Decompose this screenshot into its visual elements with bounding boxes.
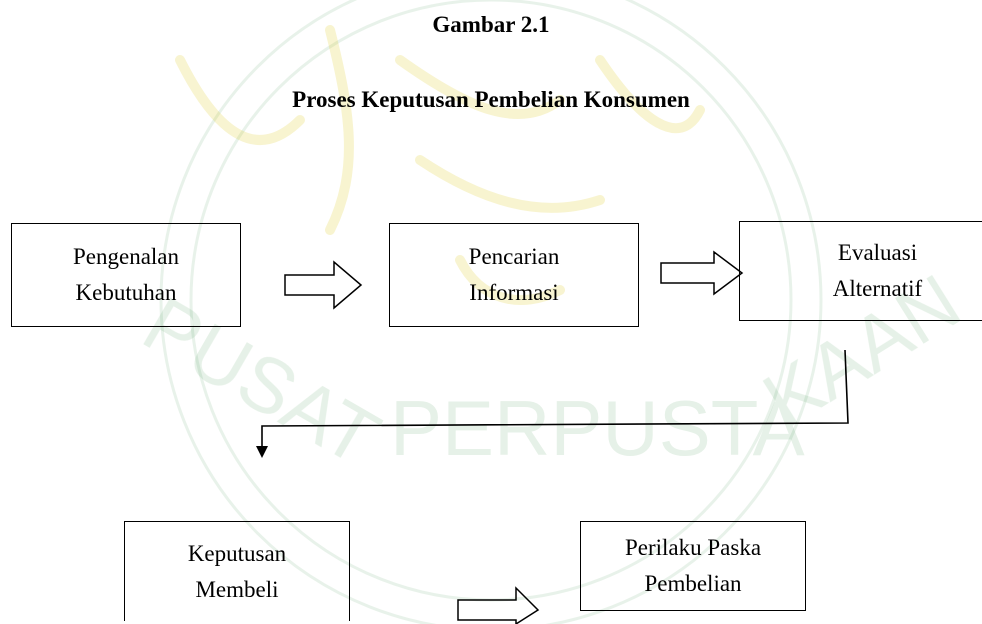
- block-arrow-right-1: [284, 260, 363, 310]
- node-label-line2: Pembelian: [644, 571, 742, 596]
- figure-title: Proses Keputusan Pembelian Konsumen: [292, 87, 690, 112]
- node-perilaku-paska-pembelian: Perilaku Paska Pembelian: [580, 521, 806, 611]
- node-label-line2: Informasi: [469, 280, 559, 305]
- node-label-line1: Pengenalan: [72, 244, 179, 270]
- node-evaluasi-alternatif: Evaluasi Alternatif: [739, 221, 982, 321]
- node-label-line1: Keputusan: [187, 540, 287, 566]
- node-label-line2: Kebutuhan: [75, 280, 177, 305]
- node-label-line1: Perilaku Paska: [624, 535, 762, 561]
- node-label-line1: Pencarian: [468, 244, 560, 270]
- block-arrow-right-2: [660, 250, 744, 296]
- node-keputusan-membeli: Keputusan Membeli: [124, 521, 350, 621]
- figure-number: Gambar 2.1: [432, 12, 550, 37]
- node-label-line1: Evaluasi: [837, 240, 918, 266]
- node-pencarian-informasi: Pencarian Informasi: [389, 223, 639, 327]
- block-arrow-right-3: [457, 586, 540, 624]
- arrowhead-down: [256, 446, 268, 458]
- node-label-line2: Alternatif: [832, 276, 923, 301]
- node-pengenalan-kebutuhan: Pengenalan Kebutuhan: [11, 223, 241, 327]
- node-label-line2: Membeli: [195, 576, 279, 602]
- elbow-connector-line: [261, 349, 849, 448]
